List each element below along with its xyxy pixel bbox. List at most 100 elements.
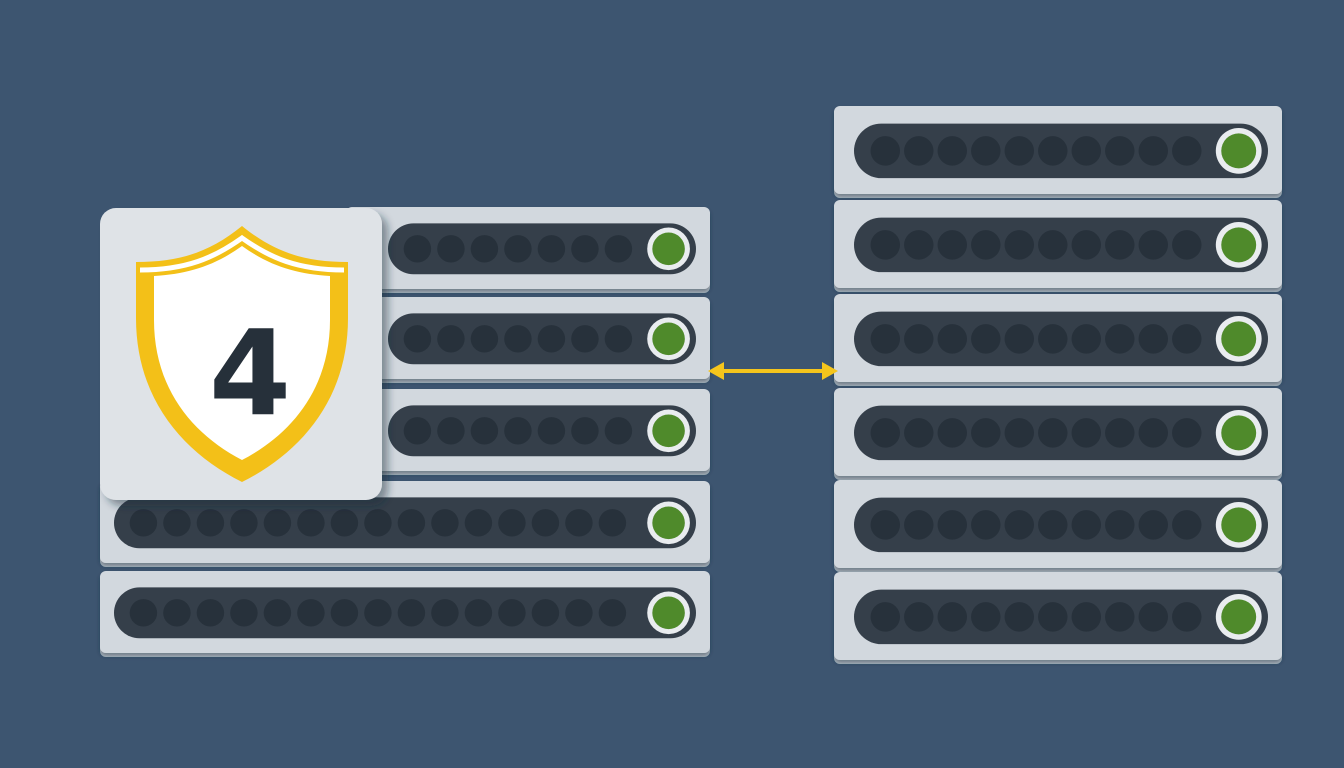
drive-bay-dot [870,602,901,632]
drive-bay-dot [1038,230,1068,260]
drive-bay-dot [604,325,633,353]
drive-bay-dot [1105,136,1135,166]
drive-bay-dot [263,599,292,627]
drive-bay-dot [1038,136,1068,166]
drive-bay-dot [1004,418,1035,448]
right-rack-unit [834,572,1282,664]
drive-bay-dot [537,417,566,445]
drive-bay-dot [437,235,465,263]
status-led [652,506,685,540]
drive-bay-dot [1138,602,1169,632]
left-rack-unit [100,481,710,567]
drive-bay-dot [565,599,593,627]
drive-bay-dot [565,509,593,537]
drive-bay-dot [1138,510,1169,540]
drive-bay-dot [504,235,532,263]
drive-bay-dot [1071,418,1102,448]
drive-bay-dot [1038,510,1068,540]
drive-bay-dot [1138,230,1169,260]
drive-bay-dot [431,599,459,627]
drive-bay-dot [129,509,158,537]
drive-bay-dot [403,417,432,445]
drive-bay-dot [470,325,499,353]
status-led [1221,599,1257,635]
drive-bay-dot [937,418,968,448]
drive-bay-dot [196,509,225,537]
drive-bay-dot [230,509,258,537]
drive-bay-dot [971,418,1001,448]
drive-bay-dot [1172,136,1202,166]
drive-bay-dot [330,509,359,537]
drive-bay-dot [1071,602,1102,632]
drive-bay-dot [971,230,1001,260]
status-led [652,596,685,630]
drive-bay-dot [504,325,532,353]
drive-bay-dot [937,510,968,540]
drive-bay-dot [971,324,1001,354]
drive-bay-dot [470,235,499,263]
drive-bay-dot [1004,324,1035,354]
drive-bay-dot [904,418,934,448]
drive-bay-dot [330,599,359,627]
drive-bay-dot [397,599,426,627]
drive-bay-dot [437,417,465,445]
drive-bay-dot [1071,230,1102,260]
left-rack-unit [100,571,710,657]
drive-bay-dot [971,136,1001,166]
left-rack-unit [346,297,710,383]
shield-stripe [139,234,345,273]
drive-bay-dot [937,324,968,354]
drive-bay-dot [1071,324,1102,354]
right-rack-unit [834,388,1282,480]
security-badge: 4 [100,208,382,500]
drive-bay-dot [364,599,392,627]
drive-bay-dot [1172,324,1202,354]
right-rack-unit [834,106,1282,198]
drive-bay-dot [1071,510,1102,540]
drive-bay-dot [1105,324,1135,354]
drive-bay-dot [403,235,432,263]
drive-bay-dot [870,418,901,448]
drive-bay-dot [571,417,599,445]
drive-bay-dot [904,136,934,166]
status-led [652,322,685,356]
drive-bay-dot [1038,324,1068,354]
drive-bay-dot [937,230,968,260]
drive-bay-dot [297,599,325,627]
drive-bay-dot [498,599,526,627]
drive-bay-dot [537,235,566,263]
drive-bay-dot [604,235,633,263]
drive-bay-dot [129,599,158,627]
drive-bay-dot [1071,136,1102,166]
drive-bay-dot [904,324,934,354]
drive-bay-dot [937,602,968,632]
drive-bay-dot [571,235,599,263]
drive-bay-dot [437,325,465,353]
drive-bay-dot [464,599,493,627]
drive-bay-dot [1138,418,1169,448]
drive-bay-dot [196,599,225,627]
right-rack-unit [834,480,1282,572]
left-rack-unit [346,389,710,475]
drive-bay-dot [431,509,459,537]
drive-bay-dot [604,417,633,445]
drive-bay-dot [531,599,560,627]
drive-bay-dot [1105,230,1135,260]
status-led [1221,415,1257,451]
drive-bay-dot [904,230,934,260]
drive-bay-dot [870,510,901,540]
drive-bay-dot [470,417,499,445]
right-rack-unit [834,200,1282,292]
drive-bay-dot [870,324,901,354]
drive-bay-dot [598,509,627,537]
drive-bay-dot [1138,136,1169,166]
drive-bay-dot [498,509,526,537]
left-rack-unit [346,207,710,293]
status-led [1221,507,1257,543]
status-led [1221,133,1257,169]
status-led [652,232,685,266]
status-led [652,414,685,448]
status-led [1221,227,1257,263]
drive-bay-dot [1004,602,1035,632]
